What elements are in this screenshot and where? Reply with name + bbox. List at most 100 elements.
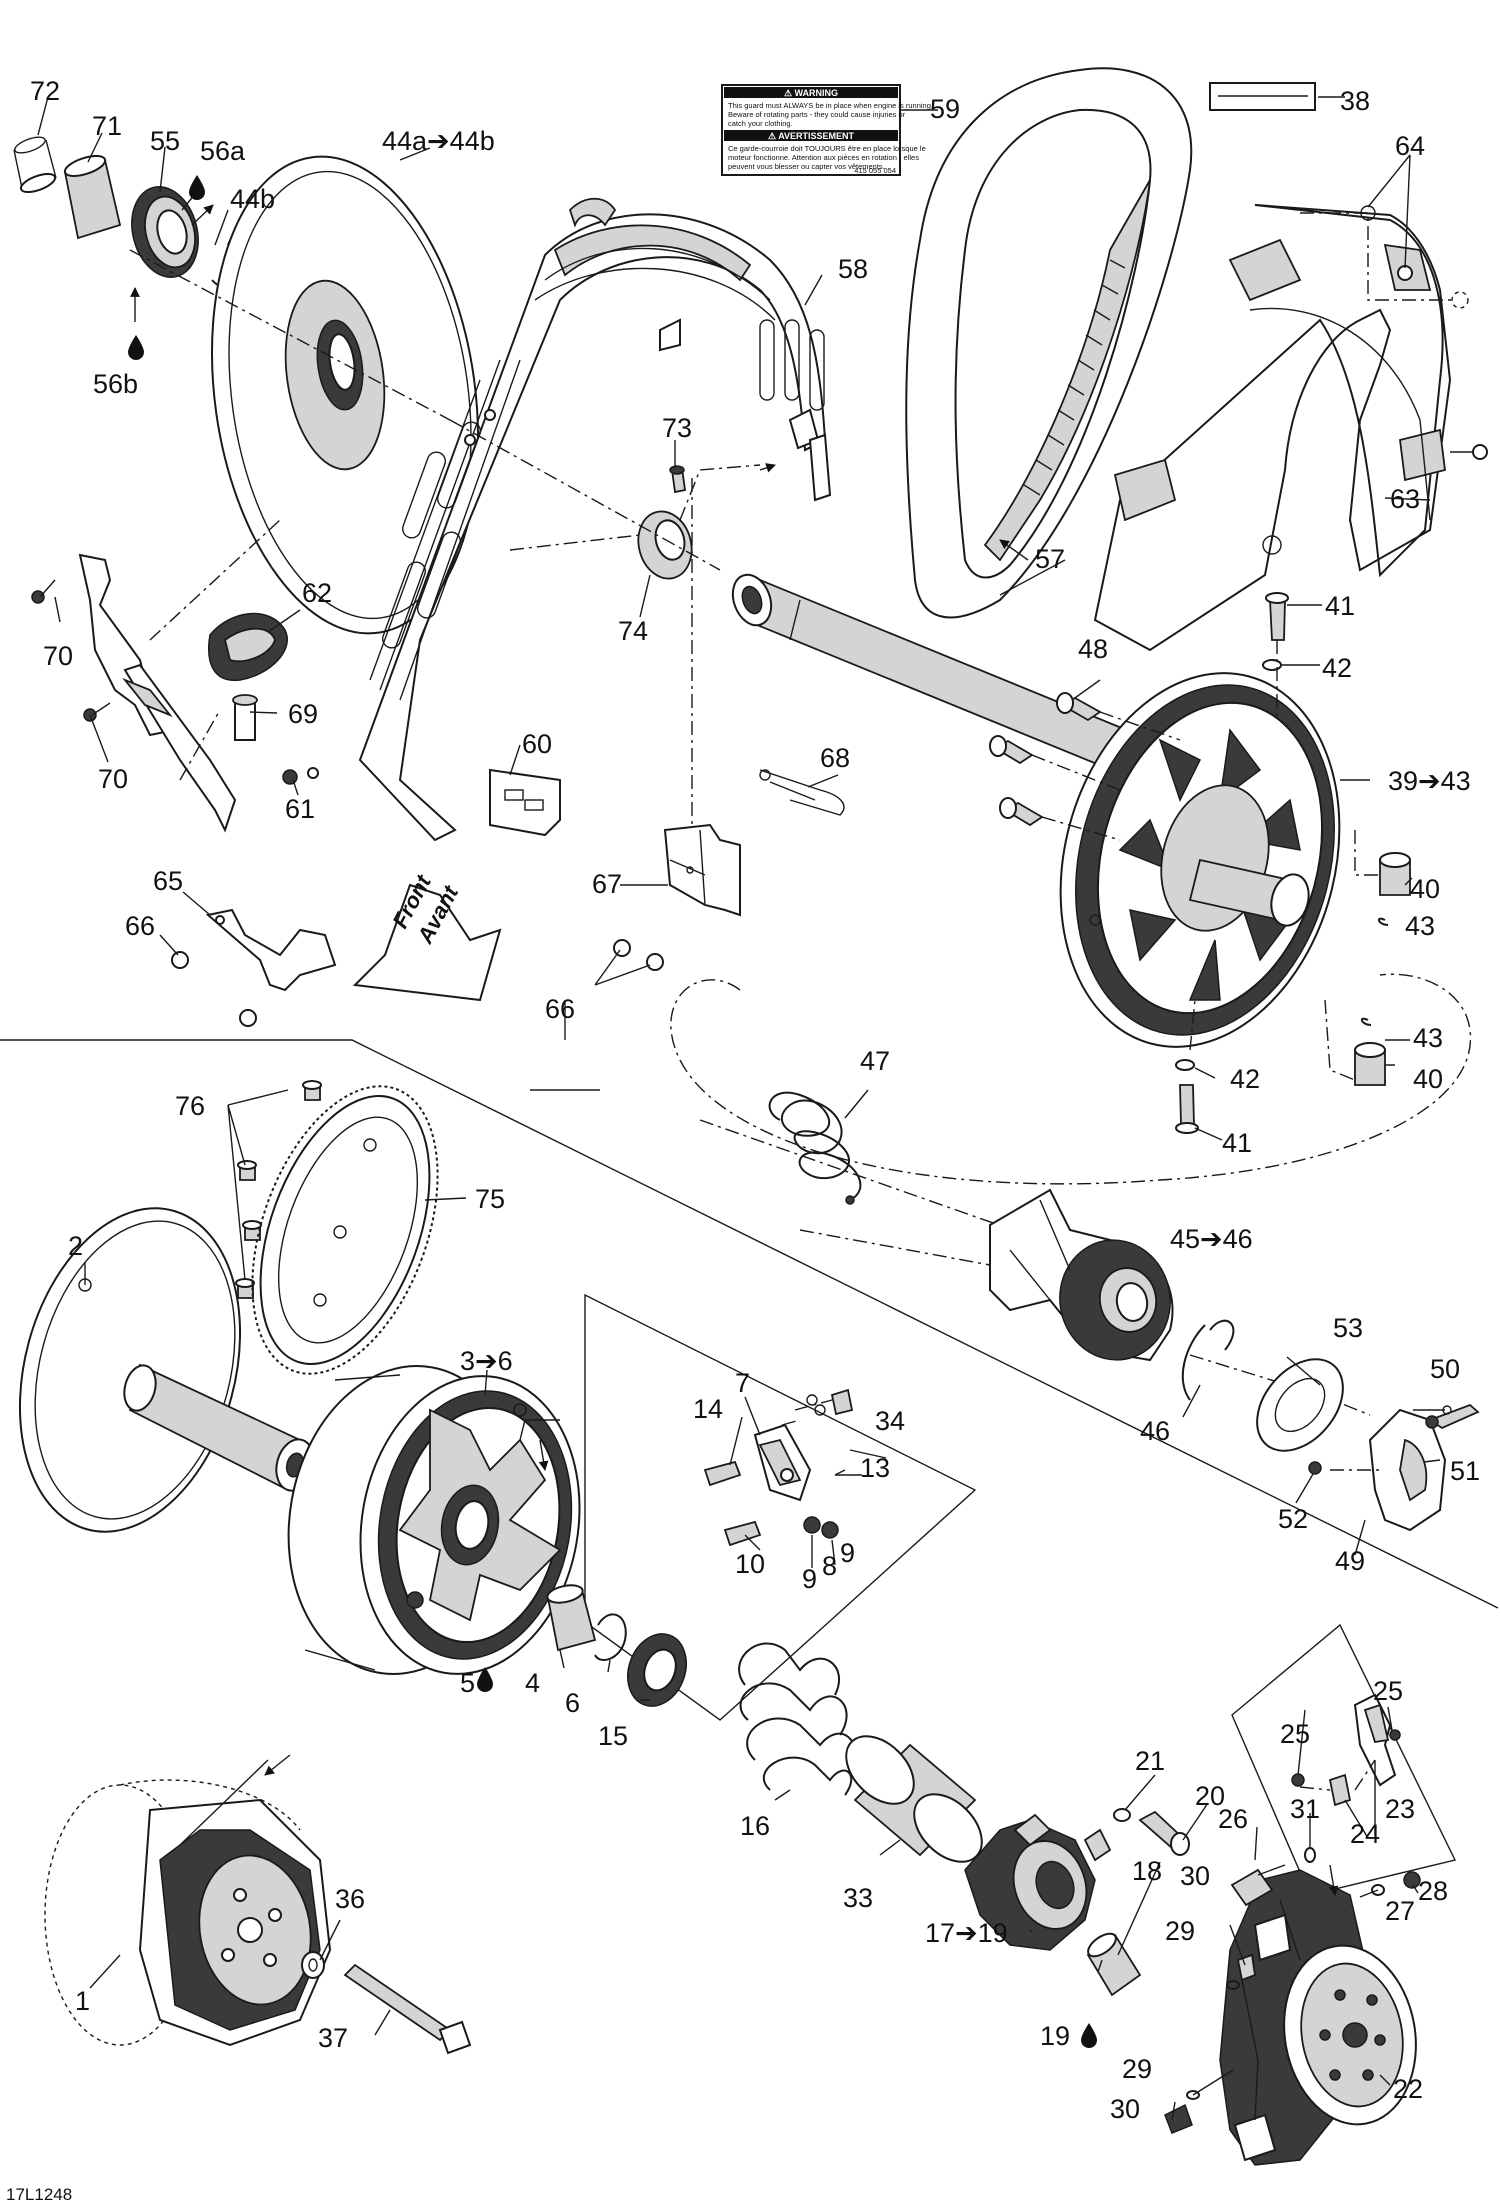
ramp-detail-frame (1231, 1623, 1457, 1896)
leader-arrow-3 (519, 1419, 560, 1441)
part-17-spider (964, 1813, 1112, 1951)
callout-23: 23 (1385, 1794, 1415, 1824)
callout-30a: 30 (1180, 1861, 1210, 1891)
part-3-movable-half (287, 1365, 581, 1675)
callout-69: 69 (288, 699, 318, 729)
callout-43a: 43 (1405, 911, 1435, 941)
callout-24: 24 (1350, 1819, 1380, 1849)
warning-text-fr-2: moteur fonctionne. Attention aux pièces … (728, 153, 919, 162)
callout-19: 19 (1040, 2021, 1070, 2051)
part-60-mounting-bracket (489, 768, 561, 837)
callout-21: 21 (1135, 1746, 1165, 1776)
leader-arrow-57 (999, 539, 1029, 561)
callout-65: 65 (153, 866, 183, 896)
callout-30b: 30 (1110, 2094, 1140, 2124)
callout-60: 60 (522, 729, 552, 759)
leader-arrow-56a (191, 204, 214, 226)
callout-37: 37 (318, 2023, 348, 2053)
part-73-screw (669, 465, 687, 494)
warning-decal-code: 415 055 054 (854, 166, 896, 175)
part-74-grommet (637, 510, 693, 580)
callout-75: 75 (475, 1184, 505, 1214)
callout-9a: 9 (802, 1564, 817, 1594)
callout-41a: 41 (1325, 591, 1355, 621)
front-arrow: Front Avant (352, 870, 502, 1002)
part-72-bushing (13, 136, 57, 194)
callout-15: 15 (598, 1721, 628, 1751)
warning-heading-fr: ⚠ AVERTISSEMENT (768, 131, 855, 141)
callout-70a: 70 (43, 641, 73, 671)
part-49-50-51-52-cover (1308, 1403, 1480, 1532)
part-40-43-rollers-lower (1324, 999, 1386, 1086)
lubricant-drop-19-icon (1081, 2023, 1097, 2048)
part-53-washer (1256, 1358, 1344, 1452)
callout-16: 16 (740, 1811, 770, 1841)
part-75-ring-gear (251, 1085, 439, 1375)
callout-5: 5 (460, 1668, 475, 1698)
callout-66a: 66 (125, 911, 155, 941)
part-62-cushion (208, 612, 288, 681)
callout-4: 4 (525, 1668, 540, 1698)
callout-29b: 29 (1122, 2054, 1152, 2084)
callout-42a: 42 (1322, 653, 1352, 683)
part-59-warning-decal: ⚠ WARNING This guard must ALWAYS be in p… (721, 84, 933, 176)
lubricant-drop-5-icon (477, 1667, 493, 1692)
callout-6: 6 (565, 1688, 580, 1718)
callout-26: 26 (1218, 1804, 1248, 1834)
callout-50: 50 (1430, 1354, 1460, 1384)
part-16-spring (738, 1642, 856, 1796)
leader-arrow-shaft (759, 463, 776, 473)
callout-13: 13 (860, 1453, 890, 1483)
callout-44b: 44b (230, 184, 275, 214)
part-45-cam (989, 1188, 1174, 1362)
warning-text-fr-1: Ce garde-courroie doit TOUJOURS être en … (728, 144, 926, 153)
assembly-line-upper-3 (149, 519, 281, 781)
part-66-rivets-left (171, 951, 257, 1027)
callout-52: 52 (1278, 1504, 1308, 1534)
callout-55: 55 (150, 126, 180, 156)
part-26-screw (1230, 1864, 1286, 1907)
part-68-hairpin-clip (759, 769, 845, 816)
callout-17-19: 17➔19 (925, 1918, 1008, 1948)
part-64-rivet-lower (1450, 444, 1488, 460)
callout-51: 51 (1450, 1456, 1480, 1486)
part-40-43-rollers-upper (1354, 830, 1411, 926)
part-47-spring (768, 1091, 862, 1205)
callout-33: 33 (843, 1883, 873, 1913)
callout-2: 2 (68, 1231, 83, 1261)
callout-53: 53 (1333, 1313, 1363, 1343)
lubricant-drop-56a-icon (189, 175, 205, 200)
callout-39-43: 39➔43 (1388, 766, 1471, 796)
part-61-nuts (282, 767, 319, 785)
callout-8: 8 (822, 1551, 837, 1581)
callout-40b: 40 (1413, 1064, 1443, 1094)
callout-46: 46 (1140, 1416, 1170, 1446)
callout-48: 48 (1078, 634, 1108, 664)
callout-59: 59 (930, 94, 960, 124)
assembly-line-upper-1 (129, 249, 761, 571)
part-65-bracket (205, 908, 337, 992)
callout-57: 57 (1035, 544, 1065, 574)
ramp-detail-parts (1291, 1693, 1401, 1807)
warning-text-en-1: This guard must ALWAYS be in place when … (728, 101, 933, 110)
part-44a-fixed-sheave (211, 155, 479, 635)
warning-text-en-3: catch your clothing. (728, 119, 793, 128)
assembly-line-upper-2 (509, 478, 693, 825)
callout-66b: 66 (545, 994, 575, 1024)
leader-lines (37, 96, 1445, 2121)
callout-63: 63 (1390, 484, 1420, 514)
callout-64: 64 (1395, 131, 1425, 161)
cam-detail-frame (584, 1293, 977, 1721)
callout-71: 71 (92, 111, 122, 141)
callout-34: 34 (875, 1406, 905, 1436)
part-67-hinge (663, 823, 741, 917)
callout-14: 14 (693, 1394, 723, 1424)
part-6-retaining-ring (594, 1613, 627, 1661)
part-63-belt-guard (1093, 204, 1452, 652)
callout-3-6: 3➔6 (460, 1346, 513, 1376)
part-66-rivets-right (613, 939, 664, 971)
part-29-30-lower-pin (1164, 2090, 1200, 2134)
drive-pulley-section-frame (0, 1039, 1499, 1609)
driven-pulley-group-loop (670, 973, 1472, 1185)
callout-7: 7 (735, 1368, 750, 1398)
